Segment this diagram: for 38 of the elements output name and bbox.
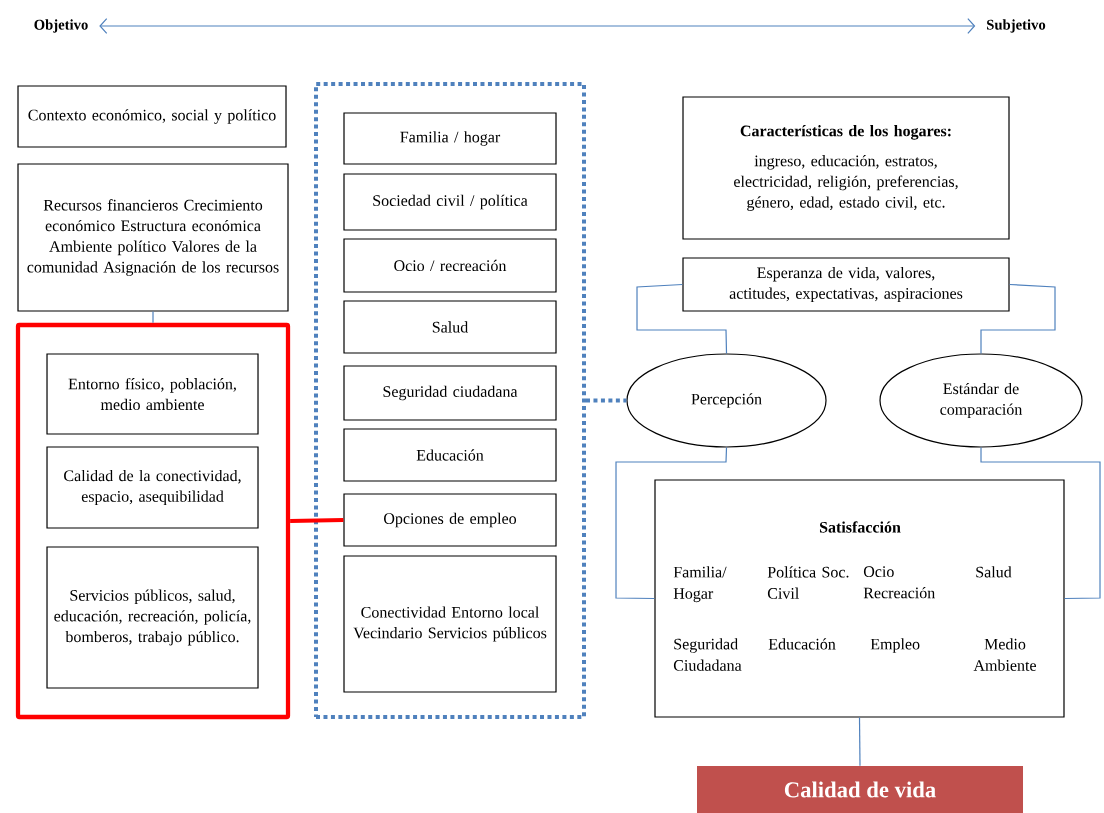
domain-label: Empleo — [870, 638, 920, 653]
connector — [858, 717, 861, 767]
panel-heading: Satisfacción — [820, 521, 901, 533]
domain-label: Seguridad Ciudadana — [673, 638, 742, 671]
connector — [152, 311, 154, 324]
text-box: Esperanza de vida, valores, actitudes, expectativas, aspiraciones — [682, 257, 1010, 312]
text-box: Contexto económico, social y político — [17, 85, 287, 148]
double-arrow — [99, 18, 976, 34]
scale-label: Objetivo — [34, 19, 88, 33]
text-box: Educación — [343, 428, 557, 482]
text-box: Opciones de empleo — [343, 493, 557, 547]
scale-label: Subjetivo — [987, 19, 1046, 33]
domain-label: Medio Ambiente — [973, 638, 1036, 671]
domain-label: Salud — [976, 566, 1012, 578]
text-box: Características de los hogares: ingreso, educación, estratos, electricidad, religión, preferencias, género, edad, estado civil, etc. — [682, 96, 1010, 240]
text-box: Sociedad civil / política — [343, 173, 557, 231]
text-box: Salud — [343, 300, 557, 354]
connector — [290, 518, 344, 523]
text-box: Ocio / recreación — [343, 238, 557, 293]
connector — [615, 447, 728, 600]
text-box: Seguridad ciudadana — [343, 365, 557, 421]
text-box: Conectividad Entorno local Vecindario Servicios públicos — [343, 555, 557, 693]
connector — [980, 283, 1056, 354]
group-frame — [314, 82, 586, 719]
connector — [586, 398, 627, 403]
group-frame — [15, 322, 291, 720]
domain-label: Política Soc. Civil — [767, 566, 849, 599]
domain-label: Familia/ Hogar — [673, 566, 727, 603]
result-banner: Calidad de vida — [697, 766, 1023, 813]
text-box: Familia / hogar — [343, 112, 557, 165]
text-box: Calidad de la conectividad, espacio, asequibilidad — [46, 446, 259, 529]
domain-label: Educación — [768, 638, 836, 650]
domain-label: Ocio Recreación — [863, 566, 935, 599]
connector — [980, 447, 1101, 600]
text-box: Servicios públicos, salud, educación, recreación, policía, bomberos, trabajo público. — [46, 546, 259, 689]
text-box: Entorno físico, población, medio ambiente — [46, 353, 259, 435]
connector — [636, 283, 728, 354]
text-box: Recursos financieros Crecimiento económico Estructura económica Ambiente político Valores de la comunidad Asignación de los recursos — [17, 163, 289, 312]
